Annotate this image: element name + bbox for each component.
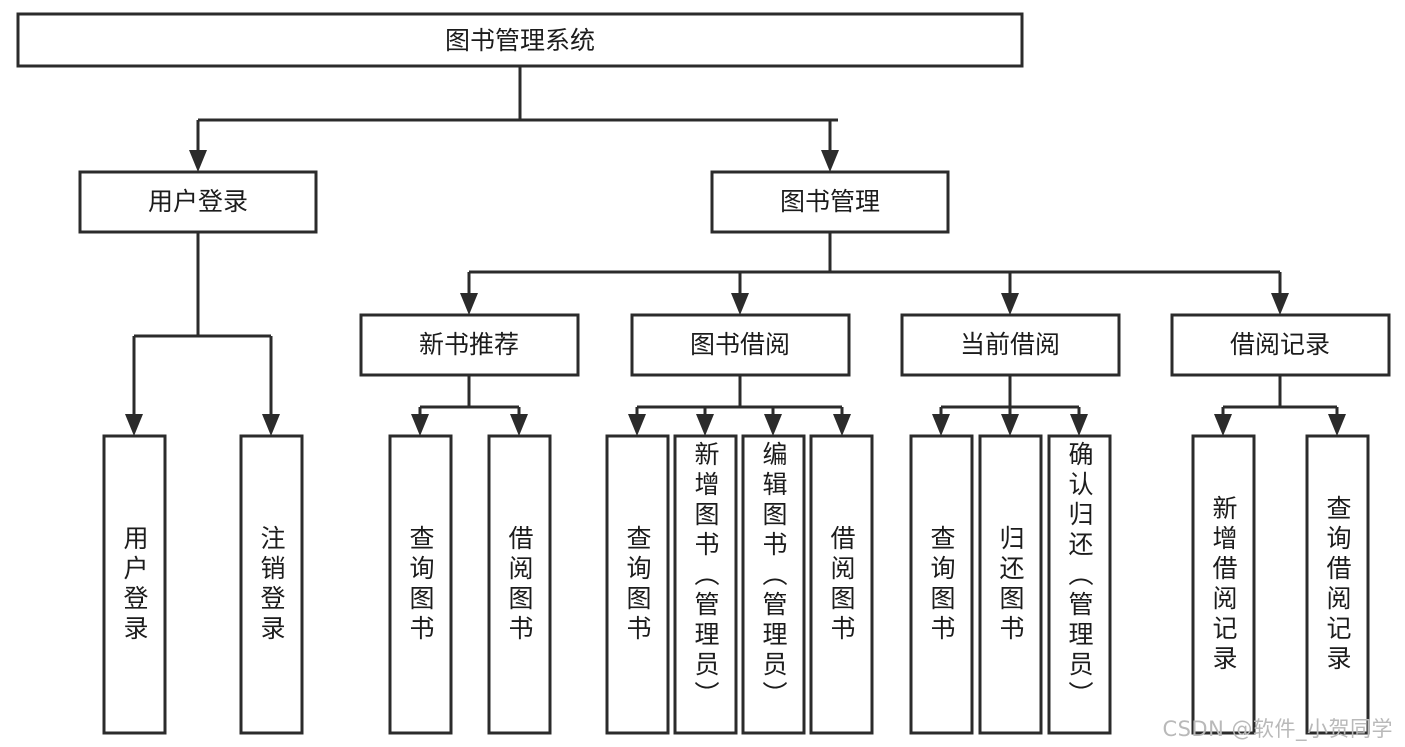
leaf-book-borrow-3[interactable]: 借阅图书 [809, 434, 874, 735]
leaf-book-borrow-1-box[interactable] [673, 434, 738, 735]
leaf-new-book-recommend-0[interactable]: 查询图书 [388, 434, 453, 735]
leaf-current-borrow-0-label: 查询图书 [927, 524, 956, 645]
leaf-book-borrow-2[interactable]: 编辑图书（管理员） [741, 434, 806, 738]
arrowhead-l3-1 [731, 293, 749, 315]
leaf-current-borrow-1-textwrap: 归还图书 [996, 524, 1025, 645]
node-new-book-recommend-label: 新书推荐 [419, 330, 519, 359]
leaf-borrow-record-1-textwrap: 查询借阅记录 [1323, 494, 1352, 675]
arrowhead-newbook-leaf-0 [411, 414, 429, 436]
leaf-current-borrow-0-textwrap: 查询图书 [927, 524, 956, 645]
arrowhead-borrowrecord-leaf-1 [1328, 414, 1346, 436]
leaf-current-borrow-0[interactable]: 查询图书 [909, 434, 974, 735]
arrowhead-userlogin-leaf-0 [125, 414, 143, 436]
leaf-user-login-1-box[interactable] [239, 434, 304, 735]
leaf-borrow-record-0-label: 新增借阅记录 [1209, 494, 1238, 675]
node-root[interactable]: 图书管理系统 [16, 12, 1024, 68]
leaf-book-borrow-2-label: 编辑图书（管理员） [759, 441, 788, 711]
leaf-user-login-0-textwrap: 用户登录 [120, 524, 149, 645]
leaf-book-borrow-3-label: 借阅图书 [827, 524, 856, 645]
leaf-current-borrow-2[interactable]: 确认归还（管理员） [1047, 434, 1112, 738]
node-borrow-record-label: 借阅记录 [1230, 330, 1330, 359]
leaf-book-borrow-1[interactable]: 新增图书（管理员） [673, 434, 738, 738]
node-book-manage[interactable]: 图书管理 [710, 170, 950, 234]
arrowhead-currentborrow-leaf-0 [932, 414, 950, 436]
leaf-book-borrow-0-textwrap: 查询图书 [623, 524, 652, 645]
arrowhead-bookborrow-leaf-1 [696, 414, 714, 436]
leaf-current-borrow-2-box[interactable] [1047, 434, 1112, 735]
node-user-login-label: 用户登录 [148, 187, 248, 216]
leaf-current-borrow-1-box[interactable] [978, 434, 1043, 735]
arrowhead-l3-0 [460, 293, 478, 315]
node-root-box[interactable] [16, 12, 1024, 68]
arrowhead-bookborrow-leaf-2 [764, 414, 782, 436]
node-borrow-record-box[interactable] [1170, 313, 1391, 377]
leaf-new-book-recommend-1-label: 借阅图书 [505, 524, 534, 645]
leaf-user-login-0[interactable]: 用户登录 [102, 434, 167, 735]
arrowhead-book-manage [821, 150, 839, 172]
leaf-user-login-1-textwrap: 注销登录 [257, 524, 286, 645]
leaf-borrow-record-1-label: 查询借阅记录 [1323, 494, 1352, 675]
leaf-user-login-0-box[interactable] [102, 434, 167, 735]
node-borrow-record[interactable]: 借阅记录 [1170, 313, 1391, 377]
leaf-borrow-record-1[interactable]: 查询借阅记录 [1305, 434, 1370, 735]
leaf-borrow-record-0-textwrap: 新增借阅记录 [1209, 494, 1238, 675]
arrowhead-userlogin-leaf-1 [262, 414, 280, 436]
leaf-book-borrow-0-box[interactable] [605, 434, 670, 735]
leaf-book-borrow-1-label: 新增图书（管理员） [691, 441, 720, 711]
arrowhead-l3-3 [1271, 293, 1289, 315]
leaf-current-borrow-1[interactable]: 归还图书 [978, 434, 1043, 735]
node-book-borrow[interactable]: 图书借阅 [630, 313, 851, 377]
leaf-book-borrow-2-textwrap: 编辑图书（管理员） [759, 441, 788, 711]
leaf-book-borrow-0-label: 查询图书 [623, 524, 652, 645]
leaf-current-borrow-2-label: 确认归还（管理员） [1065, 441, 1094, 711]
node-root-label: 图书管理系统 [445, 26, 595, 55]
leaf-new-book-recommend-1-textwrap: 借阅图书 [505, 524, 534, 645]
arrowhead-currentborrow-leaf-1 [1001, 414, 1019, 436]
arrowhead-l3-2 [1001, 293, 1019, 315]
arrowhead-bookborrow-leaf-3 [833, 414, 851, 436]
arrowhead-user-login [189, 150, 207, 172]
node-current-borrow-label: 当前借阅 [960, 330, 1060, 359]
arrowhead-newbook-leaf-1 [510, 414, 528, 436]
node-book-borrow-box[interactable] [630, 313, 851, 377]
node-user-login-box[interactable] [78, 170, 318, 234]
node-book-borrow-label: 图书借阅 [690, 330, 790, 359]
leaf-book-borrow-1-textwrap: 新增图书（管理员） [691, 441, 720, 711]
arrowhead-bookborrow-leaf-0 [628, 414, 646, 436]
node-user-login[interactable]: 用户登录 [78, 170, 318, 234]
node-current-borrow[interactable]: 当前借阅 [900, 313, 1121, 377]
leaf-new-book-recommend-1-box[interactable] [487, 434, 552, 735]
leaf-user-login-0-label: 用户登录 [120, 524, 149, 645]
leaf-borrow-record-0-box[interactable] [1191, 434, 1256, 735]
connectors-group [125, 66, 1346, 436]
leaf-current-borrow-0-box[interactable] [909, 434, 974, 735]
leaf-current-borrow-2-textwrap: 确认归还（管理员） [1065, 441, 1094, 711]
node-book-manage-label: 图书管理 [780, 187, 880, 216]
node-new-book-recommend-box[interactable] [359, 313, 580, 377]
arrowhead-currentborrow-leaf-2 [1070, 414, 1088, 436]
node-new-book-recommend[interactable]: 新书推荐 [359, 313, 580, 377]
leaf-borrow-record-1-box[interactable] [1305, 434, 1370, 735]
leaf-book-borrow-3-box[interactable] [809, 434, 874, 735]
arrowhead-borrowrecord-leaf-0 [1214, 414, 1232, 436]
node-current-borrow-box[interactable] [900, 313, 1121, 377]
leaf-current-borrow-1-label: 归还图书 [996, 524, 1025, 645]
node-book-manage-box[interactable] [710, 170, 950, 234]
leaf-new-book-recommend-1[interactable]: 借阅图书 [487, 434, 552, 735]
leaf-user-login-1-label: 注销登录 [257, 524, 286, 645]
leaf-book-borrow-2-box[interactable] [741, 434, 806, 735]
leaf-book-borrow-3-textwrap: 借阅图书 [827, 524, 856, 645]
leaf-borrow-record-0[interactable]: 新增借阅记录 [1191, 434, 1256, 735]
leaf-new-book-recommend-0-textwrap: 查询图书 [406, 524, 435, 645]
leaf-book-borrow-0[interactable]: 查询图书 [605, 434, 670, 735]
leaf-user-login-1[interactable]: 注销登录 [239, 434, 304, 735]
leaf-new-book-recommend-0-label: 查询图书 [406, 524, 435, 645]
leaf-new-book-recommend-0-box[interactable] [388, 434, 453, 735]
